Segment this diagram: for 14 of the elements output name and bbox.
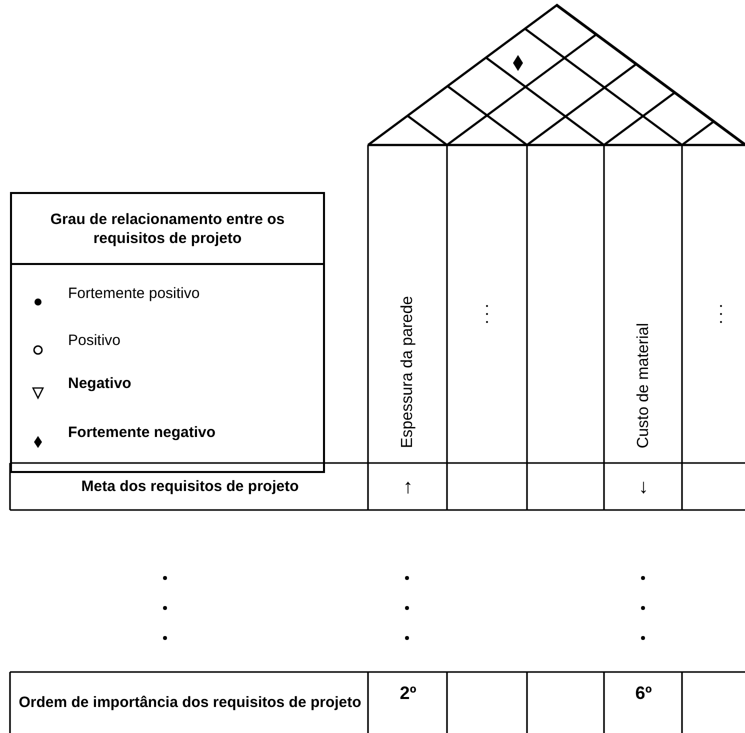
legend-text: Fortemente negativo xyxy=(68,424,216,441)
heading-box xyxy=(10,192,325,265)
target-direction: ↑ xyxy=(403,475,413,499)
rank-value: 6º xyxy=(635,683,652,705)
legend-text: Positivo xyxy=(68,332,121,349)
rank-value: 2º xyxy=(400,683,416,705)
row-heading: Meta dos requisitos de projeto xyxy=(81,478,299,496)
column-heading: Custo de material xyxy=(634,322,652,448)
legend-text: Fortemente positivo xyxy=(68,285,200,302)
target-direction: ↓ xyxy=(638,475,648,499)
row-heading: Ordem de importância dos requisitos de projeto xyxy=(18,694,362,712)
column-heading: Espessura da parede xyxy=(399,296,417,448)
heading-text: Grau de relacionamento entre os requisitos de projeto xyxy=(49,210,286,248)
legend-text: Negativo xyxy=(68,375,132,392)
